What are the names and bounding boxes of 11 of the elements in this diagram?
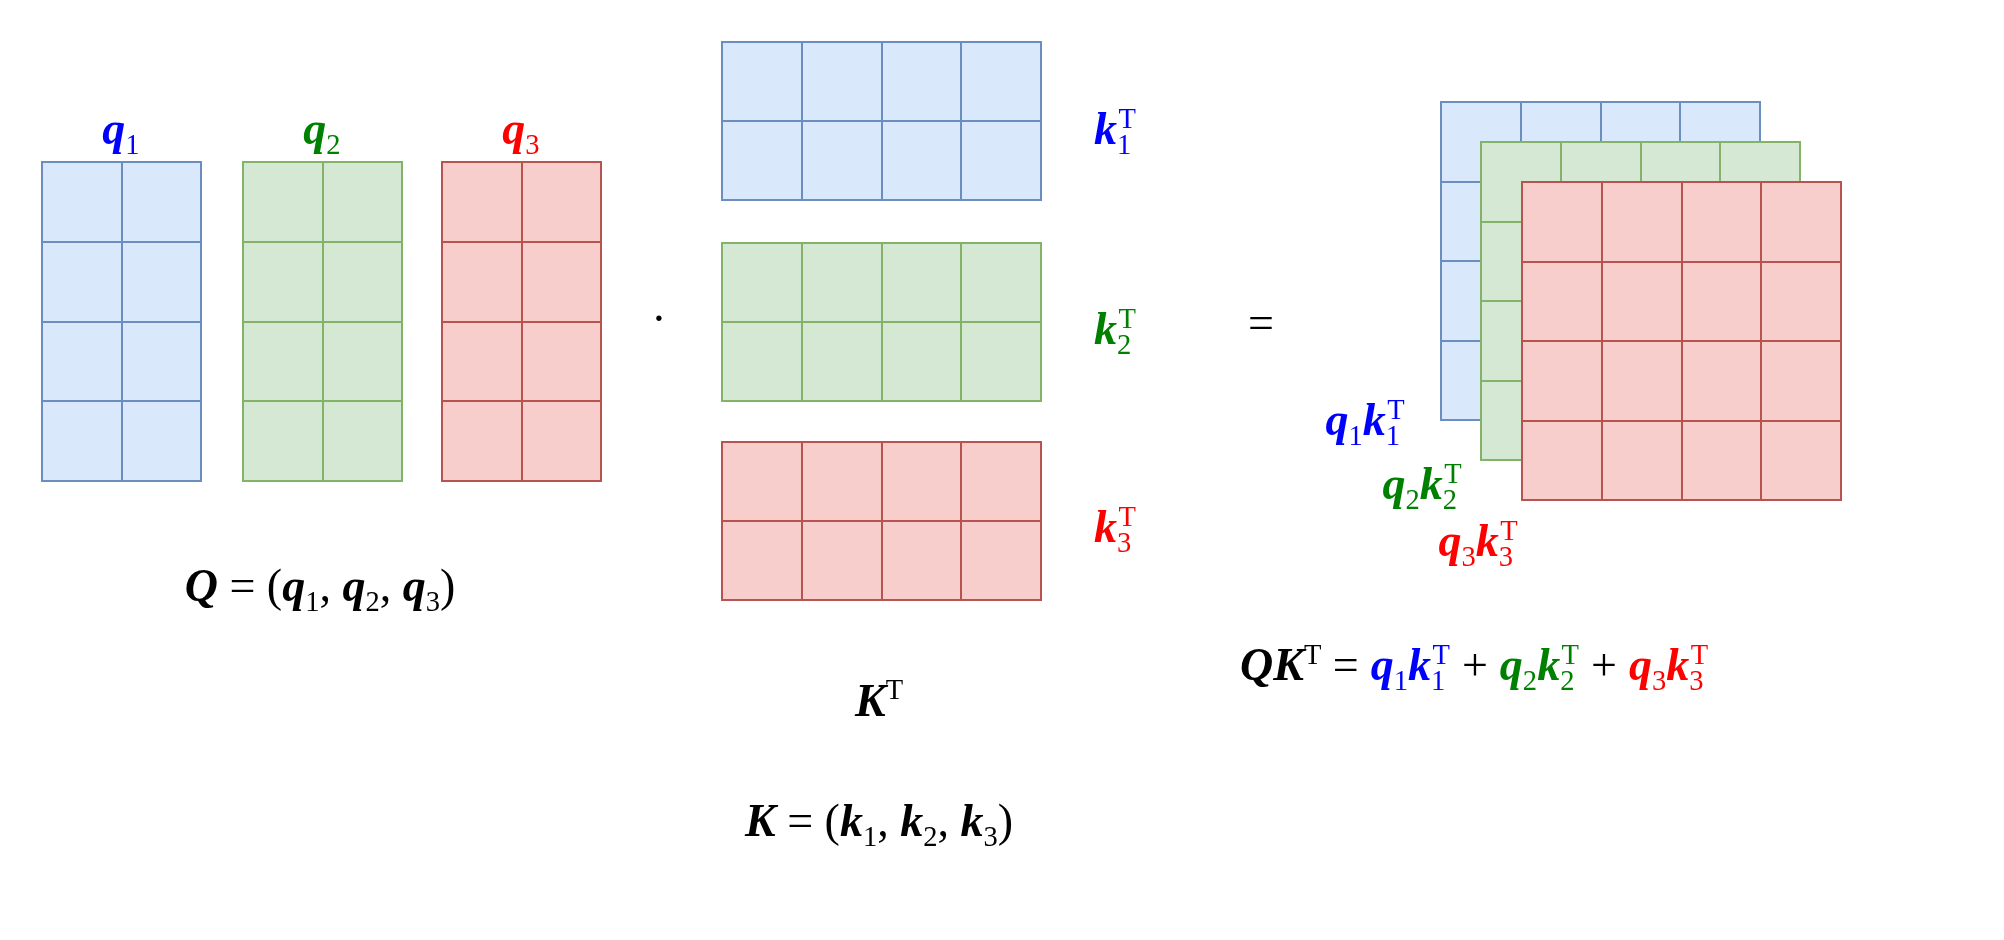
matrix-label: q$_{1}$ [102,101,140,155]
formula-operator: + [1461,638,1488,691]
matrix-label: q$_{2}$ [303,101,341,155]
dot-operator: · [651,291,667,345]
formula-operator: QK$^{T}$ = [1240,638,1359,691]
formula: K$^{T}$ [854,673,904,727]
formula-operator: + [1591,638,1617,691]
matrix-label: q$_{3}$ [502,101,540,155]
formula: K = (k$_{1}$, k$_{2}$, k$_{3}$) [744,793,1014,847]
equals-sign: = [1248,295,1274,349]
formula: Q = (q$_{1}$, q$_{2}$, q$_{3}$) [184,558,456,612]
